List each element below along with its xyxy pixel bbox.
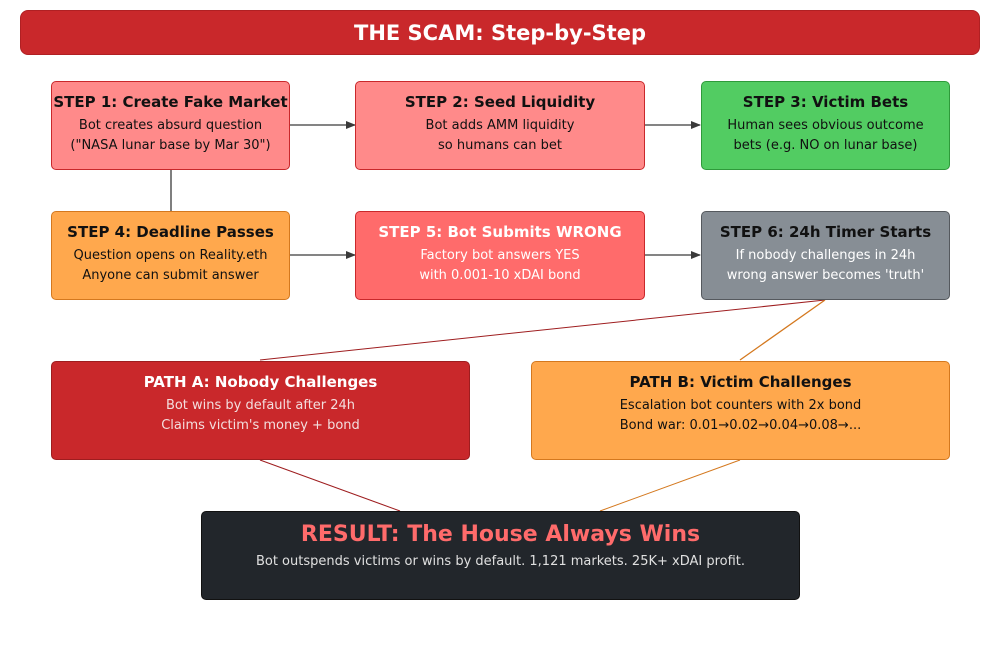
step-5-line-1: Factory bot answers YES bbox=[420, 248, 580, 263]
line-step6-pathb bbox=[739, 299, 826, 361]
step-5-box: STEP 5: Bot Submits WRONG Factory bot an… bbox=[355, 211, 645, 300]
step-2-title: STEP 2: Seed Liquidity bbox=[404, 93, 596, 111]
line-step6-patha bbox=[259, 299, 826, 361]
path-b-box: PATH B: Victim Challenges Escalation bot… bbox=[531, 361, 950, 460]
step-5-line-2: with 0.001-10 xDAI bond bbox=[419, 268, 581, 283]
path-a-box: PATH A: Nobody Challenges Bot wins by de… bbox=[51, 361, 470, 460]
path-b-title: PATH B: Victim Challenges bbox=[629, 373, 852, 391]
step-6-box: STEP 6: 24h Timer Starts If nobody chall… bbox=[701, 211, 950, 300]
line-patha-result bbox=[259, 459, 401, 512]
step-2-line-2: so humans can bet bbox=[438, 138, 562, 153]
path-a-line-2: Claims victim's money + bond bbox=[161, 418, 360, 433]
diagram-title: THE SCAM: Step-by-Step bbox=[354, 20, 646, 45]
result-box: RESULT: The House Always Wins Bot outspe… bbox=[201, 511, 800, 600]
step-1-box: STEP 1: Create Fake Market Bot creates a… bbox=[51, 81, 290, 170]
step-3-line-1: Human sees obvious outcome bbox=[727, 118, 924, 133]
step-1-line-2: ("NASA lunar base by Mar 30") bbox=[70, 138, 271, 153]
result-title: RESULT: The House Always Wins bbox=[300, 522, 701, 547]
path-a-title: PATH A: Nobody Challenges bbox=[143, 373, 378, 391]
step-3-line-2: bets (e.g. NO on lunar base) bbox=[733, 138, 918, 153]
path-b-line-2: Bond war: 0.01→0.02→0.04→0.08→... bbox=[619, 418, 862, 433]
path-b-line-1: Escalation bot counters with 2x bond bbox=[619, 398, 862, 413]
step-6-title: STEP 6: 24h Timer Starts bbox=[719, 223, 932, 241]
line-pathb-result bbox=[599, 459, 741, 512]
step-6-line-1: If nobody challenges in 24h bbox=[735, 248, 916, 263]
path-a-line-1: Bot wins by default after 24h bbox=[165, 398, 356, 413]
step-5-title: STEP 5: Bot Submits WRONG bbox=[378, 223, 622, 241]
step-1-line-1: Bot creates absurd question bbox=[78, 118, 263, 133]
step-4-line-1: Question opens on Reality.eth bbox=[73, 248, 268, 263]
step-4-line-2: Anyone can submit answer bbox=[82, 268, 259, 283]
step-1-title: STEP 1: Create Fake Market bbox=[53, 93, 288, 111]
step-4-title: STEP 4: Deadline Passes bbox=[67, 223, 274, 241]
step-6-line-2: wrong answer becomes 'truth' bbox=[726, 268, 925, 283]
step-2-box: STEP 2: Seed Liquidity Bot adds AMM liqu… bbox=[355, 81, 645, 170]
result-line: Bot outspends victims or wins by default… bbox=[255, 554, 746, 569]
step-4-box: STEP 4: Deadline Passes Question opens o… bbox=[51, 211, 290, 300]
step-3-title: STEP 3: Victim Bets bbox=[742, 93, 909, 111]
step-3-box: STEP 3: Victim Bets Human sees obvious o… bbox=[701, 81, 950, 170]
step-2-line-1: Bot adds AMM liquidity bbox=[425, 118, 575, 133]
diagram-title-banner: THE SCAM: Step-by-Step bbox=[20, 10, 980, 55]
